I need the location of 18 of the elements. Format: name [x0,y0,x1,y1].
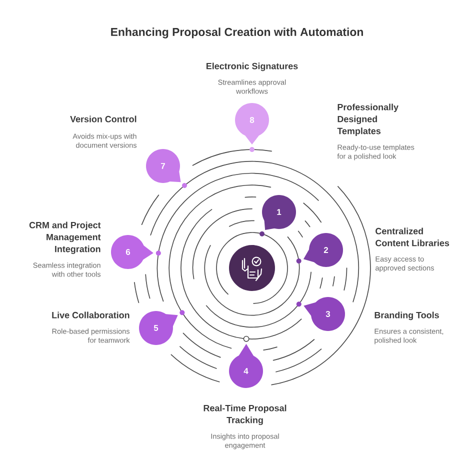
numbered-bubble: 6 [111,235,154,269]
numbered-bubble: 2 [303,233,343,267]
heading: Live Collaboration [52,312,130,318]
center-circle [229,245,275,291]
numbered-bubble: 8 [235,103,269,145]
numbered-bubble: 1 [262,195,296,230]
heading: Centralized Content Libraries [376,228,450,246]
heading: Real-Time Proposal Tracking [204,404,286,426]
heading: CRM and Project Management Integration [29,222,101,254]
heading: Professionally Designed Templates [337,104,398,136]
numbered-bubble: 3 [304,297,345,331]
numbered-bubble: 4 [229,344,263,388]
heading: Branding Tools [374,312,439,320]
numbered-bubble: 5 [139,311,178,345]
title: Enhancing Proposal Creation with Automation [111,28,363,38]
heading: Version Control [70,116,136,122]
heading: Electronic Signatures [206,62,298,72]
numbered-bubble: 7 [146,149,181,183]
